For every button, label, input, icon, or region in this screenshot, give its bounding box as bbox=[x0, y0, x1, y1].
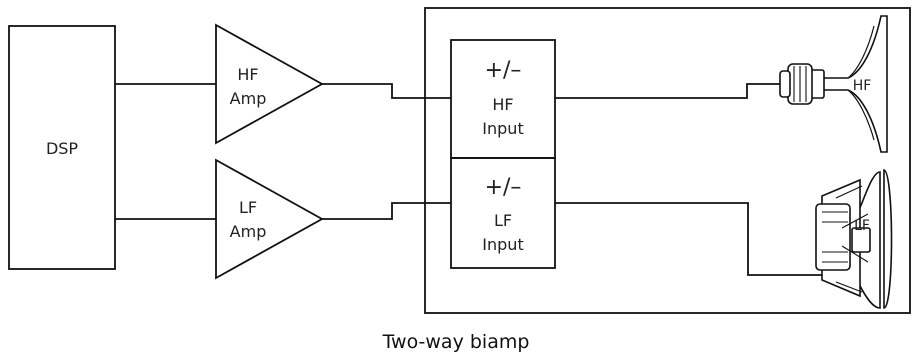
hf-amp-label-line1: HF bbox=[237, 65, 258, 84]
hf-input-label-line2: Input bbox=[482, 119, 523, 138]
dsp-label: DSP bbox=[46, 139, 78, 158]
dsp-box bbox=[8, 25, 116, 270]
lf-input-label-line1: LF bbox=[494, 211, 512, 230]
hf-driver-label: HF bbox=[853, 78, 872, 94]
lf-driver-label: LF bbox=[854, 218, 870, 234]
cabinet-box bbox=[424, 7, 911, 314]
lf-input-to-driver-wire bbox=[555, 202, 822, 276]
hf-input-to-driver-wire bbox=[555, 83, 783, 99]
hf-amp-label-line2: Amp bbox=[230, 89, 267, 108]
lf-amp-triangle bbox=[215, 158, 324, 280]
lf-amp-label-line1: LF bbox=[239, 198, 257, 217]
diagram-caption: Two-way biamp bbox=[382, 331, 530, 353]
lf-driver-icon bbox=[815, 169, 893, 309]
hf-input-label-line1: HF bbox=[492, 95, 513, 114]
lf-amp-label-line2: Amp bbox=[230, 222, 267, 241]
hf-amp-triangle bbox=[215, 23, 324, 145]
hf-driver-icon bbox=[779, 15, 888, 153]
lf-amp-to-input-wire bbox=[322, 202, 451, 220]
hf-amp-to-input-wire bbox=[322, 83, 451, 99]
lf-input-label-line2: Input bbox=[482, 235, 523, 254]
lf-input-polarity: +/– bbox=[485, 175, 522, 200]
lf-input-box bbox=[450, 157, 556, 269]
hf-input-polarity: +/– bbox=[485, 58, 522, 83]
